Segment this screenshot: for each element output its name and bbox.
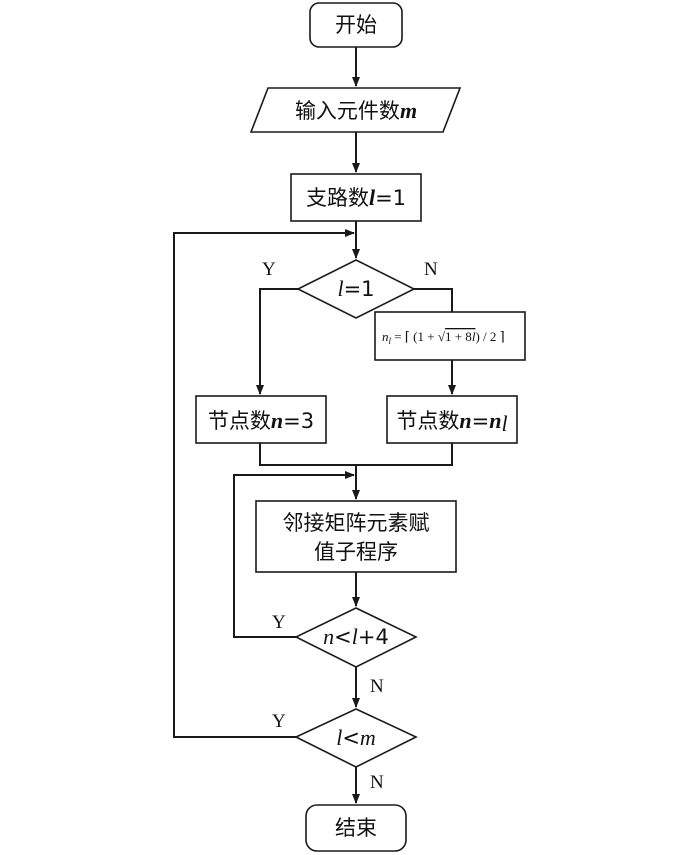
decision-l-less-m-label: l<m: [336, 725, 376, 750]
decision1-yes-label: Y: [262, 259, 276, 280]
start-node: 开始: [309, 2, 403, 48]
node-count-right: 节点数n=nl: [386, 395, 518, 444]
input-label: 输入元件数m: [295, 98, 417, 123]
connectors: [173, 47, 456, 804]
process-line1: 邻接矩阵元素赋: [283, 511, 430, 535]
node-count-right-label: 节点数n=nl: [396, 408, 507, 436]
node-count-left-label: 节点数n=3: [208, 408, 314, 433]
decision-n-less-l-plus-4: n<l+4: [294, 607, 418, 668]
decision2-yes-label: Y: [272, 612, 286, 633]
decision-n-less-l-plus-4-label: n<l+4: [323, 624, 389, 649]
node-count-left: 节点数n=3: [195, 395, 327, 444]
decision-l-less-m: l<m: [294, 708, 418, 768]
end-label: 结束: [335, 816, 377, 840]
end-node: 结束: [305, 804, 407, 852]
formula-label: nl = ⌈ (1 + √1 + 8l) / 2 ⌉: [382, 329, 505, 346]
adjacency-matrix-process: 邻接矩阵元素赋 值子程序: [255, 500, 457, 573]
decision2-no-label: N: [370, 676, 384, 697]
process-line2: 值子程序: [314, 540, 398, 564]
branch-count-label: 支路数l=1: [306, 185, 406, 210]
formula-node: nl = ⌈ (1 + √1 + 8l) / 2 ⌉: [374, 311, 526, 361]
decision3-no-label: N: [370, 772, 384, 793]
decision-l-equals-1-label: l=1: [337, 276, 374, 301]
arrow-cond1-yes: [256, 288, 298, 395]
decision-l-equals-1: l=1: [296, 259, 416, 319]
arrow-cond2-yes-loop: [233, 471, 355, 638]
start-label: 开始: [335, 13, 377, 37]
input-node: 输入元件数m: [249, 87, 462, 133]
decision3-yes-label: Y: [272, 711, 286, 732]
decision1-no-label: N: [424, 259, 438, 280]
branch-count-node: 支路数l=1: [290, 173, 422, 222]
line-cond1-no: [414, 288, 453, 312]
line-merge-nodes: [259, 443, 453, 466]
arrow-cond3-yes-loop: [173, 229, 355, 738]
